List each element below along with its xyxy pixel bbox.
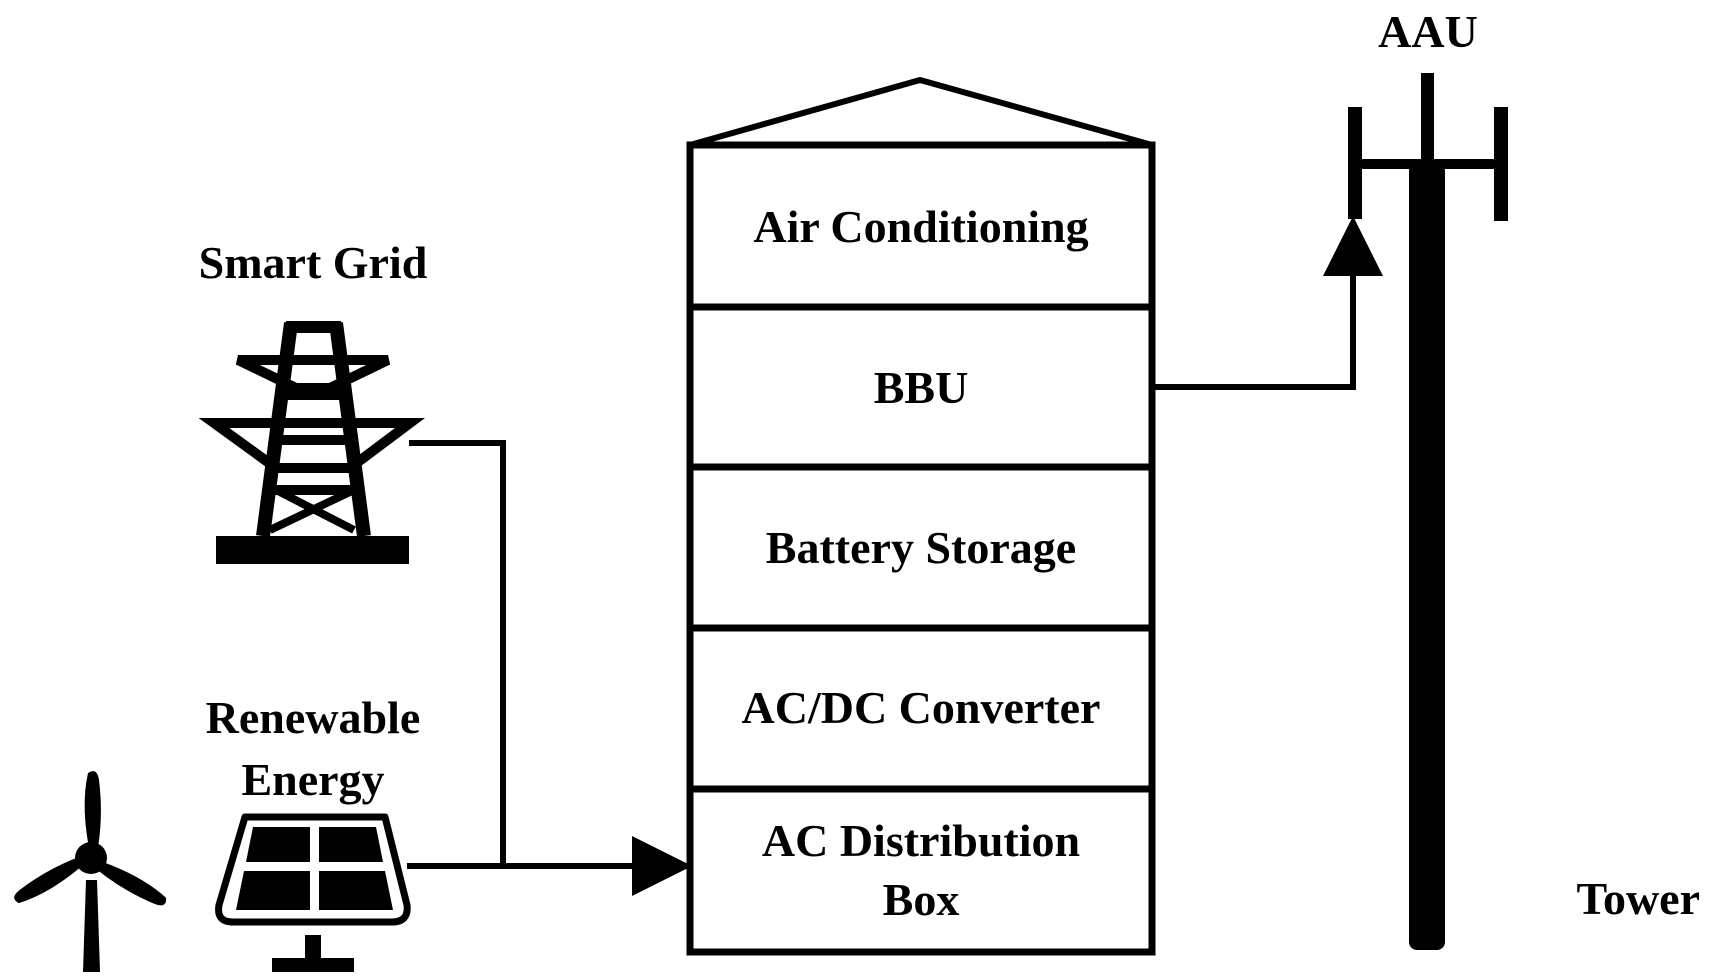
renewable-label-line1: Renewable (206, 692, 421, 743)
wind-turbine-icon (14, 771, 167, 972)
section-ac-dc-converter: AC/DC Converter (742, 682, 1101, 733)
section-battery-storage: Battery Storage (766, 522, 1076, 573)
aau-label: AAU (1378, 6, 1478, 57)
section-bbu: BBU (874, 362, 969, 413)
tower-label: Tower (1576, 873, 1700, 924)
transmission-tower-icon (198, 321, 425, 564)
cabinet-body (686, 141, 1156, 956)
solar-panel-icon (215, 813, 411, 972)
antenna-tower-icon (1348, 73, 1508, 950)
section-air-conditioning: Air Conditioning (753, 201, 1088, 252)
bbu-to-aau-arrow (1152, 216, 1383, 390)
smart-grid-label: Smart Grid (199, 237, 428, 288)
section-ac-distribution-line2: Box (883, 874, 960, 925)
power-connections (407, 440, 692, 896)
grid-feed-line (409, 440, 506, 866)
section-ac-distribution-line1: AC Distribution (762, 815, 1080, 866)
cabinet-roof (689, 76, 1153, 148)
renewable-label-line2: Energy (241, 754, 384, 805)
cabinet: Air Conditioning BBU Battery Storage AC/… (686, 76, 1156, 956)
